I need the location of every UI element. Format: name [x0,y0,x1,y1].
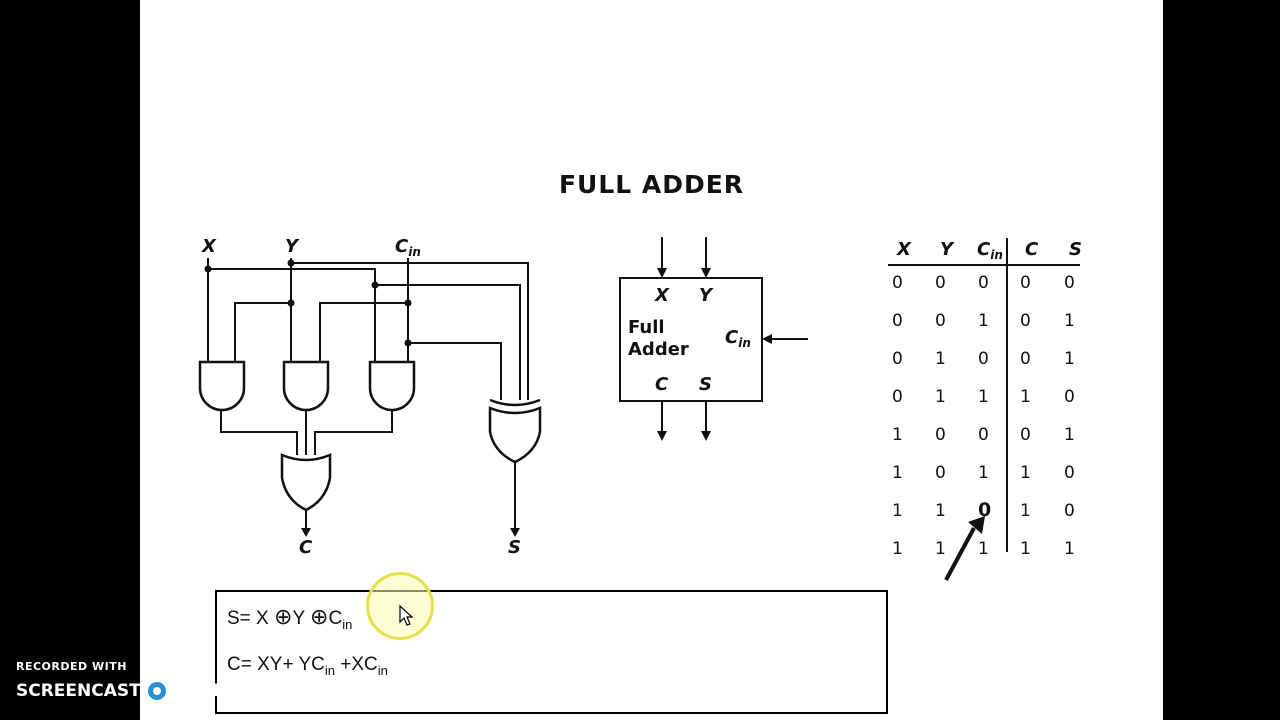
watermark-brand-suffix: MATIC [172,681,232,701]
table-cell: 1 [1064,425,1075,445]
circuit-output-arrows [301,528,520,537]
table-cell: 0 [1020,349,1031,369]
or-gate [280,453,332,512]
table-cell: 1 [978,311,989,331]
screencast-logo-icon [144,679,169,703]
watermark-recorded-with: RECORDED WITH [16,660,127,673]
block-input-y: Y [699,285,714,306]
table-header: Cin [977,239,1003,262]
table-cell: 1 [892,463,903,483]
table-cell: 1 [1020,387,1031,407]
table-cell: 0 [1020,273,1031,293]
truth-table: X Y Cin C S 0 0 0 0 0 0 0 1 0 1 0 1 0 0 1 0 1 1 1 0 1 0 0 0 1 1 0 1 1 0 1 1… [888,238,1082,581]
table-cell: 0 [935,425,946,445]
diagram: X Y Cin C S X Y Full Add [198,236,1082,581]
block-output-c: C [655,374,669,395]
table-cell: 1 [1020,539,1031,559]
table-cell: 0 [1064,273,1075,293]
table-cell: 1 [978,539,989,559]
table-cell: 1 [1064,311,1075,331]
and-gate-3 [368,360,416,412]
table-cell: 1 [1020,463,1031,483]
table-header: C [1025,239,1039,260]
table-header: Y [940,239,955,260]
page-title: FULL ADDER [558,170,745,199]
xor-gate [488,406,542,464]
table-cell: 1 [935,539,946,559]
table-cell: 0 [892,349,903,369]
table-cell: 1 [1064,539,1075,559]
circuit-input-cin: Cin [395,236,421,259]
and-gate-1 [198,360,246,412]
block-label-full: Full [628,317,665,338]
table-cell: 0 [935,463,946,483]
table-cell: 0 [1020,311,1031,331]
xor-gate-arc [489,398,541,407]
screencast-watermark: RECORDED WITH SCREENCAST MATIC [16,660,232,703]
circuit-output-s: S [508,537,521,558]
table-cell: 1 [935,501,946,521]
mouse-pointer-icon [399,604,414,626]
full-adder-block: X Y Full Adder Cin C S [619,237,808,441]
table-cell: 0 [935,273,946,293]
circuit-input-x: X [201,236,217,257]
block-input-x: X [654,285,670,306]
table-cell: 1 [892,425,903,445]
table-cell: 0 [892,387,903,407]
and-gate-2 [282,360,330,412]
table-header: S [1069,239,1082,260]
circuit-wires [207,258,529,530]
table-cell: 1 [892,539,903,559]
table-header: X [896,239,912,260]
circuit-input-y: Y [285,236,300,257]
circuit-output-c: C [299,537,313,558]
table-cell: 0 [978,273,989,293]
table-cell: 0 [1064,463,1075,483]
junction-dots [204,259,412,347]
table-cell: 1 [935,387,946,407]
highlight-arrow [944,527,976,581]
table-cell: 0 [1020,425,1031,445]
table-cell: 0 [892,311,903,331]
block-label-adder: Adder [628,339,689,360]
table-cell: 0 [935,311,946,331]
equation-carry: C= XY+ YCin +XCin [227,654,388,678]
table-cell: 0 [978,349,989,369]
watermark-brand: SCREENCAST [16,681,141,701]
table-cell: 0 [1064,501,1075,521]
table-cell: 1 [978,387,989,407]
highlight-arrowhead [968,516,985,534]
table-cell: 1 [892,501,903,521]
table-cell: 0 [978,499,991,521]
table-cell: 0 [1064,387,1075,407]
table-cell: 1 [935,349,946,369]
table-cell: 0 [892,273,903,293]
block-output-s: S [699,374,712,395]
block-input-cin: Cin [725,327,751,350]
block-arrows [657,268,772,441]
table-cell: 1 [978,463,989,483]
table-cell: 1 [1064,349,1075,369]
table-cell: 0 [978,425,989,445]
equation-box: S= X ⊕Y ⊕Cin C= XY+ YCin +XCin [215,590,888,714]
table-cell: 1 [1020,501,1031,521]
equation-sum: S= X ⊕Y ⊕Cin [227,604,353,632]
